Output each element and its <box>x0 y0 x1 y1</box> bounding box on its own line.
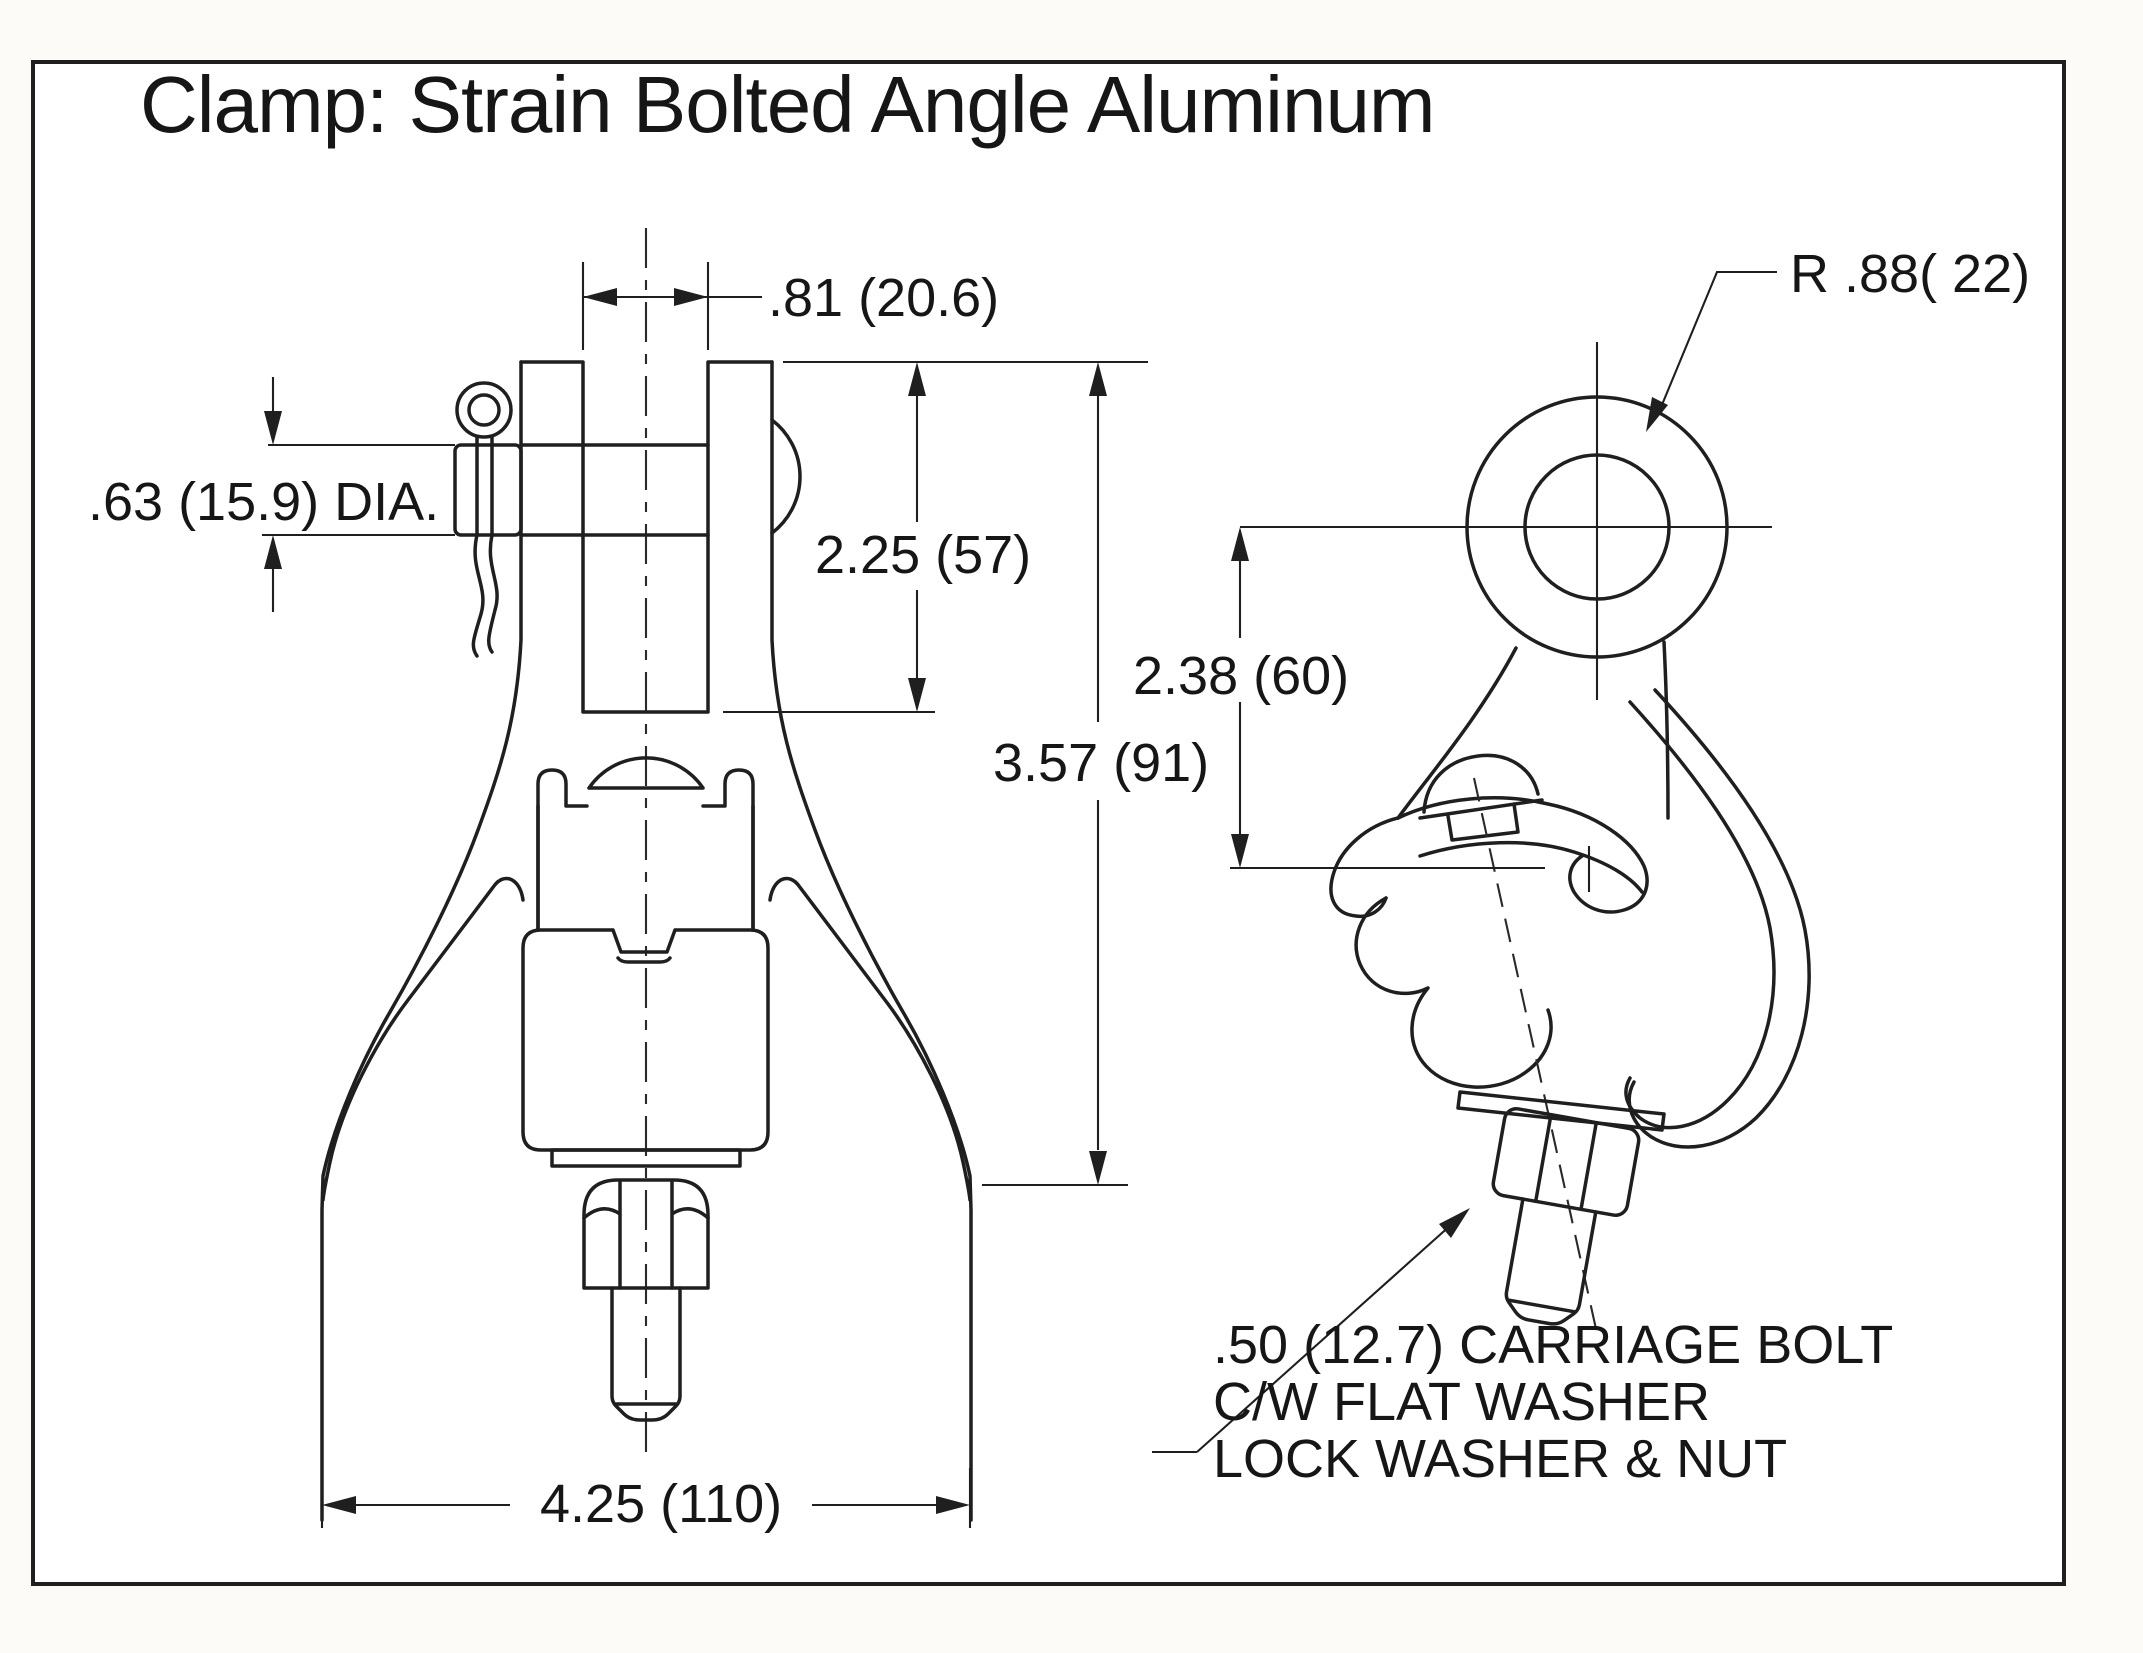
bell-outline-left <box>320 360 523 1522</box>
bolt-note-line2: C/W FLAT WASHER <box>1213 1372 1710 1432</box>
dim-slot-width-lines <box>581 262 762 350</box>
seat-groove-line <box>1418 840 1644 894</box>
dim-overall-height-lines <box>982 396 1128 1187</box>
arrow-down-icon <box>908 678 926 712</box>
dim-pin-diameter-label: .63 (15.9) DIA. <box>88 472 439 532</box>
front-view: .81 (20.6) .63 (15.9) DIA. 2.25 (57) 3.5… <box>88 228 1209 1534</box>
dim-overall-height-label: 3.57 (91) <box>993 733 1209 793</box>
dim-slot-width-label: .81 (20.6) <box>768 268 999 328</box>
arrow-left-icon <box>322 1496 356 1514</box>
arrow-up-icon <box>908 362 926 396</box>
keeper-cap-sides <box>536 804 755 932</box>
arrow-up-icon <box>1231 527 1249 561</box>
arrow-down-icon <box>1231 834 1249 868</box>
dim-overall-height: 3.57 (91) <box>982 362 1209 1187</box>
arrow-left-icon <box>583 288 617 306</box>
front-washer <box>550 1148 742 1168</box>
cotter-pin-ring-inner <box>467 393 501 427</box>
side-nut-facets <box>1533 1114 1598 1212</box>
arrow-down-icon <box>264 411 282 445</box>
clevis <box>519 360 774 714</box>
bolt-note-line1: .50 (12.7) CARRIAGE BOLT <box>1213 1315 1893 1375</box>
lower-jaw <box>1354 896 1553 1089</box>
dim-body-width: 4.25 (110) <box>320 1468 972 1534</box>
dim-body-width-label: 4.25 (110) <box>540 1474 782 1534</box>
dim-pin-diameter: .63 (15.9) DIA. <box>88 377 455 612</box>
callout-carriage-bolt: .50 (12.7) CARRIAGE BOLT C/W FLAT WASHER… <box>1152 1208 1893 1489</box>
drawing-title: Clamp: Strain Bolted Angle Aluminum <box>140 60 1435 149</box>
seat-casting-left-lip <box>1329 816 1400 919</box>
side-washer <box>1456 1090 1666 1132</box>
clevis-bulge-arc <box>770 418 802 535</box>
dim-eye-to-seat: 2.38 (60) <box>1133 527 1545 870</box>
bolt-axis-centerline <box>1472 777 1600 1339</box>
side-nut-stud <box>1491 1107 1641 1326</box>
arrow-leader-icon <box>1439 1208 1470 1238</box>
arrow-right-icon <box>674 288 708 306</box>
dim-clevis-depth: 2.25 (57) <box>723 360 1148 714</box>
keeper-wire-inner <box>1624 700 1776 1130</box>
carriage-bolt-head <box>1418 753 1544 842</box>
neck-left-edge <box>1396 646 1518 820</box>
dim-clevis-depth-lines <box>723 360 1148 714</box>
dim-body-width-lines <box>320 1468 972 1528</box>
callout-eye-radius: R .88( 22) <box>1646 244 2030 432</box>
dim-clevis-depth-label: 2.25 (57) <box>815 525 1031 585</box>
front-stud <box>610 1286 682 1422</box>
side-stud <box>1504 1197 1598 1326</box>
dim-eye-to-seat-label: 2.38 (60) <box>1133 646 1349 706</box>
front-nut-facets <box>582 1180 710 1290</box>
bell-outline-right <box>770 360 973 1522</box>
dim-eye-to-seat-lines <box>1230 561 1545 870</box>
bell-wing-left <box>321 876 525 1202</box>
side-view: 2.38 (60) R .88( 22) .50 (12.7) CARRIAGE… <box>1133 244 2030 1489</box>
seat-casting-top <box>1396 796 1649 914</box>
bell-wing-right <box>768 876 972 1202</box>
callout-eye-radius-leader <box>1658 270 1777 413</box>
dim-slot-width: .81 (20.6) <box>581 262 999 350</box>
side-nut <box>1491 1107 1641 1217</box>
arrow-up-icon <box>1089 362 1107 396</box>
arrow-up-icon <box>264 535 282 569</box>
front-nut <box>582 1178 710 1290</box>
keeper-cap <box>536 768 755 932</box>
bolt-note-line3: LOCK WASHER & NUT <box>1213 1429 1787 1489</box>
arrow-down-icon <box>1089 1151 1107 1185</box>
cotter-pin-legs <box>471 435 499 658</box>
dim-pin-diameter-lines <box>262 377 455 612</box>
ball-dome <box>587 756 705 790</box>
callout-carriage-bolt-leader <box>1152 1223 1453 1454</box>
arrow-leader-icon <box>1646 397 1668 432</box>
cotter-pin-ring <box>455 381 513 439</box>
neck-right-edge <box>1662 640 1670 820</box>
callout-eye-radius-label: R .88( 22) <box>1790 244 2030 304</box>
keeper-wire-outer <box>1627 688 1811 1149</box>
arrow-right-icon <box>936 1496 970 1514</box>
clevis-pin <box>519 443 710 537</box>
